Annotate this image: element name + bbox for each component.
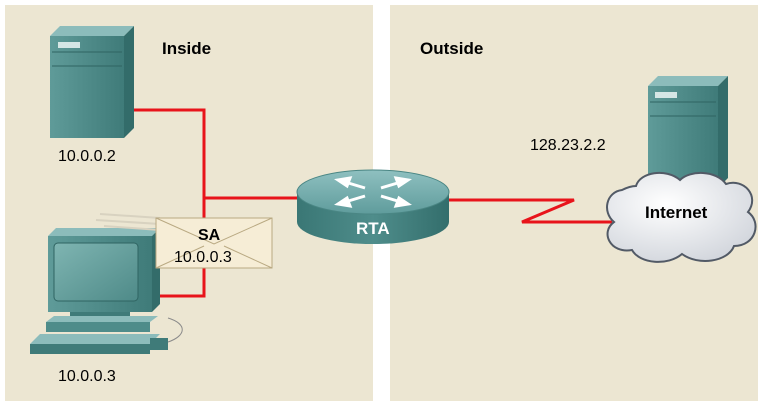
inside-zone-label: Inside xyxy=(162,39,211,58)
inside-server-icon xyxy=(50,26,134,138)
outside-zone-label: Outside xyxy=(420,39,483,58)
serial-link xyxy=(446,198,612,224)
outside-server-icon xyxy=(648,76,728,188)
inside-server-ip: 10.0.0.2 xyxy=(58,148,116,165)
packet-motion-lines xyxy=(95,213,161,231)
outside-server-ip: 128.23.2.2 xyxy=(530,137,606,154)
router-icon xyxy=(296,169,450,244)
inside-pc-ip: 10.0.0.3 xyxy=(58,368,116,385)
internet-cloud-icon xyxy=(606,171,757,263)
packet-field-label: SA xyxy=(198,227,221,244)
packet-envelope xyxy=(155,217,273,269)
inside-pc-icon xyxy=(30,228,183,354)
packet-address: 10.0.0.3 xyxy=(174,249,232,266)
router-label: RTA xyxy=(356,219,390,238)
cloud-label: Internet xyxy=(645,203,708,222)
